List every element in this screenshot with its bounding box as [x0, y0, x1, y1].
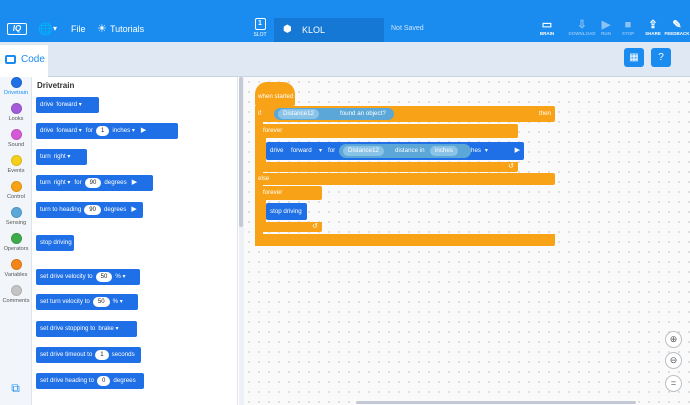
category-dot [10, 207, 22, 218]
stop-icon: ■ [624, 19, 632, 31]
category-dot [10, 77, 22, 88]
when-started-hat[interactable]: when started [255, 82, 295, 106]
workspace-scrollbar[interactable] [356, 401, 636, 404]
category-dot [10, 259, 22, 270]
category-dot [10, 181, 22, 192]
category-dot [10, 103, 22, 114]
share-icon: ⇪ [648, 19, 658, 31]
extensions-icon[interactable]: ⧉ [11, 381, 20, 395]
distance-sensor-reporter[interactable]: Distance12 distance in inches [339, 144, 471, 158]
category-events[interactable]: Events [0, 155, 32, 174]
help-button[interactable]: ? [651, 48, 671, 67]
globe-icon[interactable]: 🌐 [38, 22, 53, 36]
lightbulb-icon[interactable]: ☀ [97, 23, 107, 35]
feedback-button[interactable]: ✎ FEEDBACK [664, 19, 690, 36]
block-turn-for[interactable]: turnrightfor90degrees▶ [36, 175, 153, 191]
brain-button[interactable]: ▭ BRAIN [537, 19, 557, 36]
forever-block-1[interactable]: forever [258, 124, 518, 138]
category-comments[interactable]: Comments [0, 285, 32, 304]
else-block[interactable]: else [255, 173, 555, 185]
help-icon: ? [658, 52, 664, 63]
block-drive-for[interactable]: driveforwardfor1inches▶ [36, 123, 178, 139]
slot-number: 1 [254, 18, 266, 30]
found-object-sensor[interactable]: Distance12 found an object? [274, 108, 394, 120]
download-button[interactable]: ⇩ DOWNLOAD [566, 19, 598, 36]
run-button[interactable]: ▶ RUN [598, 19, 614, 36]
chevron-down-icon[interactable]: ▾ [53, 24, 58, 33]
share-button[interactable]: ⇪ SHARE [643, 19, 663, 36]
play-icon[interactable]: ▶ [140, 127, 147, 134]
play-icon[interactable]: ▶ [514, 147, 520, 154]
chevron-down-icon[interactable]: ▾ [484, 147, 488, 154]
project-name-box[interactable]: ⬢ KLOL [274, 18, 384, 42]
forever-foot-1: ↺ [258, 162, 518, 172]
vex-iq-logo: IQ [7, 23, 27, 35]
brain-icon: ▭ [541, 19, 553, 31]
category-drivetrain[interactable]: Drivetrain [0, 77, 32, 96]
forever-frame-2 [258, 200, 266, 224]
forever-foot-2: ↺ [258, 222, 322, 232]
category-dot [10, 155, 22, 166]
category-looks[interactable]: Looks [0, 103, 32, 122]
category-dot [10, 233, 22, 244]
palette-scrollbar[interactable] [239, 77, 243, 227]
stop-button[interactable]: ■ STOP [619, 19, 637, 36]
tab-code[interactable]: Code [0, 45, 48, 77]
slot-label: SLOT [253, 32, 267, 38]
play-icon[interactable]: ▶ [131, 206, 137, 213]
palette-scrollbar-track [239, 77, 244, 405]
device-button[interactable]: ▦ [624, 48, 644, 67]
category-sound[interactable]: Sound [0, 129, 32, 148]
play-icon: ▶ [601, 19, 611, 31]
category-dot [10, 129, 22, 140]
block-stop-driving[interactable]: stop driving [36, 235, 74, 251]
code-icon [5, 55, 16, 64]
forever-frame-1 [258, 138, 266, 164]
file-menu[interactable]: File [71, 24, 86, 34]
zoom-reset-icon[interactable]: = [665, 375, 682, 392]
category-operators[interactable]: Operators [0, 233, 32, 252]
category-dot [10, 285, 22, 296]
device-icon: ▦ [629, 52, 639, 63]
palette-title: Drivetrain [37, 81, 75, 90]
zoom-in-icon[interactable]: ⊕ [665, 331, 682, 348]
category-variables[interactable]: Variables [0, 259, 32, 278]
category-list: Drivetrain Looks Sound Events Control Se… [0, 77, 32, 405]
top-bar: IQ 🌐 ▾ File ☀ Tutorials 1 SLOT ⬢ KLOL No… [0, 0, 690, 42]
slot-button[interactable]: 1 SLOT [251, 18, 269, 38]
chevron-down-icon[interactable]: ▾ [319, 147, 323, 154]
project-name[interactable]: KLOL [302, 25, 326, 35]
forever-block-2[interactable]: forever [258, 186, 322, 200]
category-control[interactable]: Control [0, 181, 32, 200]
feedback-icon: ✎ [672, 19, 682, 31]
play-icon[interactable]: ▶ [131, 179, 138, 186]
if-else-foot [255, 234, 555, 246]
code-toolbar [0, 42, 690, 77]
download-icon: ⇩ [577, 19, 587, 31]
tutorials-menu[interactable]: Tutorials [110, 24, 145, 34]
zoom-out-icon[interactable]: ⊖ [665, 352, 682, 369]
save-status: Not Saved [391, 25, 424, 32]
stop-driving-block[interactable]: stop driving [266, 203, 307, 220]
category-sensing[interactable]: Sensing [0, 207, 32, 226]
hexagon-icon: ⬢ [283, 24, 292, 35]
